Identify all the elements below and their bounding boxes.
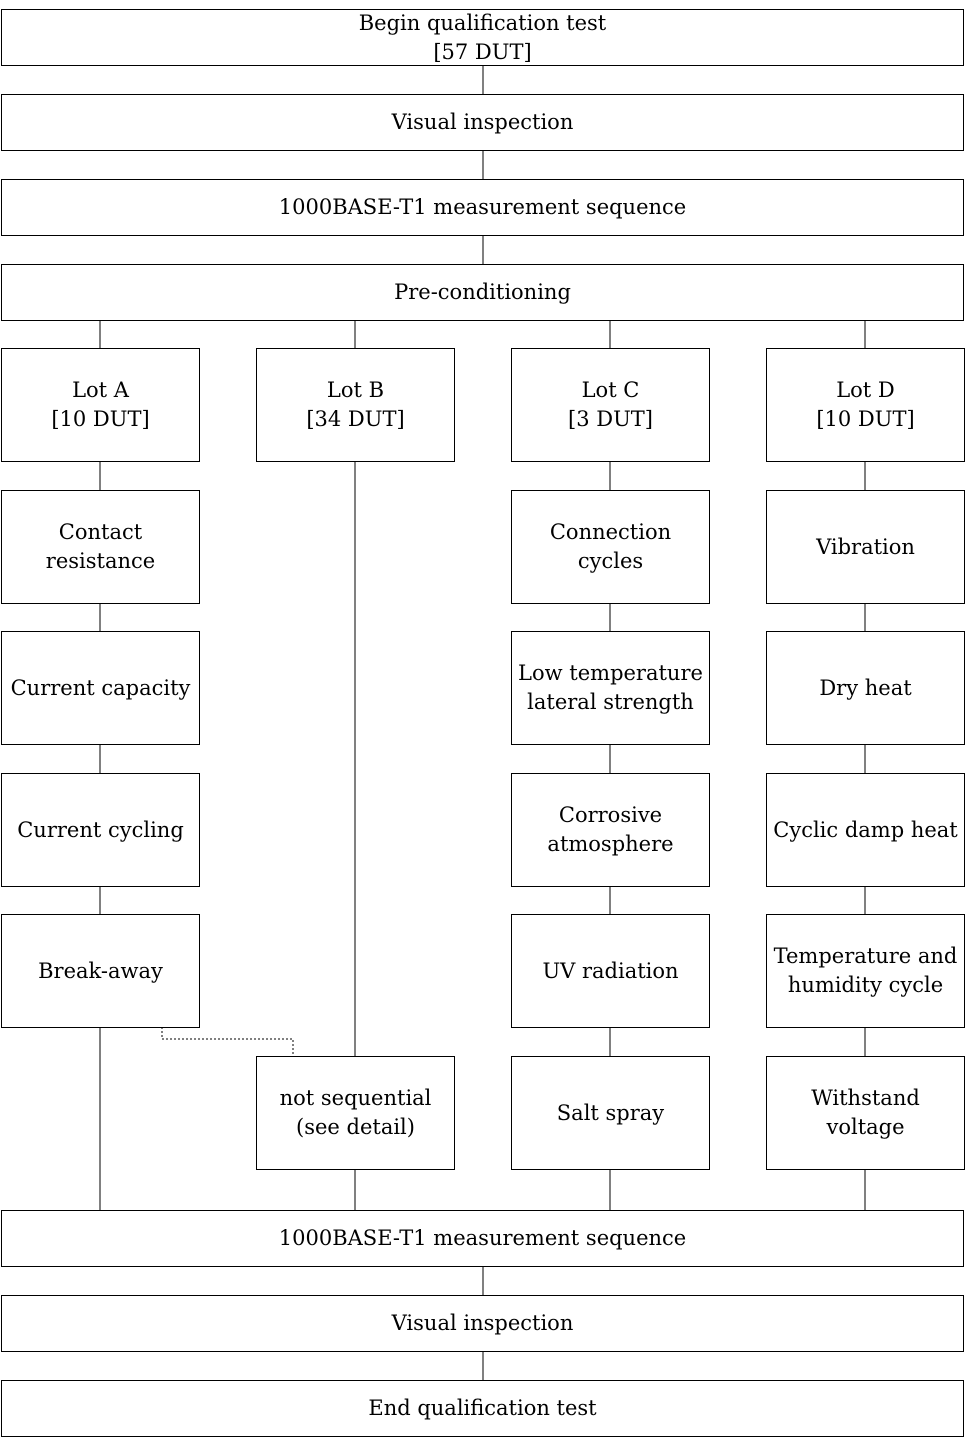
lot-a-box: Lot A [10 DUT]	[1, 348, 200, 462]
step-label: humidity cycle	[787, 973, 944, 997]
step-label: Corrosive	[558, 803, 663, 827]
cyclic-damp-heat-box: Cyclic damp heat	[766, 773, 965, 887]
lot-a-name: Lot A	[72, 378, 129, 402]
dry-heat-box: Dry heat	[766, 631, 965, 745]
measurement-sequence-label: 1000BASE-T1 measurement sequence	[278, 195, 687, 219]
step-label: Vibration	[816, 534, 915, 559]
lot-c-name: Lot C	[581, 378, 640, 402]
step-label: resistance	[45, 549, 156, 573]
step-label: Dry heat	[819, 675, 912, 700]
step-label: Salt spray	[556, 1100, 665, 1125]
lot-b-box: Lot B [34 DUT]	[256, 348, 455, 462]
step-label: cycles	[577, 549, 644, 573]
corrosive-atmosphere-box: Corrosive atmosphere	[511, 773, 710, 887]
visual-inspection-label: Visual inspection	[391, 1311, 574, 1335]
step-label: atmosphere	[547, 832, 674, 856]
visual-inspection-box-bottom: Visual inspection	[1, 1295, 964, 1352]
measurement-sequence-box-top: 1000BASE-T1 measurement sequence	[1, 179, 964, 236]
step-label: UV radiation	[542, 958, 679, 983]
lot-d-name: Lot D	[836, 378, 895, 402]
uv-radiation-box: UV radiation	[511, 914, 710, 1028]
step-label: Low temperature	[518, 661, 703, 685]
step-label: voltage	[826, 1115, 905, 1139]
connection-cycles-box: Connection cycles	[511, 490, 710, 604]
begin-label: Begin qualification test	[358, 10, 607, 35]
begin-count: [57 DUT]	[433, 39, 532, 64]
end-qualification-box: End qualification test	[1, 1380, 964, 1437]
not-sequential-box: not sequential (see detail)	[256, 1056, 455, 1170]
lot-d-box: Lot D [10 DUT]	[766, 348, 965, 462]
lot-a-count: [10 DUT]	[51, 407, 150, 431]
preconditioning-box: Pre-conditioning	[1, 264, 964, 321]
step-label: Contact	[58, 520, 143, 544]
step-label: Cyclic damp heat	[773, 817, 958, 842]
step-label: Temperature and	[773, 944, 958, 968]
step-label: Withstand	[811, 1086, 920, 1110]
visual-inspection-box-top: Visual inspection	[1, 94, 964, 151]
withstand-voltage-box: Withstand voltage	[766, 1056, 965, 1170]
lot-b-count: [34 DUT]	[306, 407, 405, 431]
preconditioning-label: Pre-conditioning	[394, 280, 571, 304]
vibration-box: Vibration	[766, 490, 965, 604]
visual-inspection-label: Visual inspection	[391, 110, 574, 134]
break-away-box: Break-away	[1, 914, 200, 1028]
low-temperature-lateral-strength-box: Low temperature lateral strength	[511, 631, 710, 745]
step-label: Break-away	[38, 958, 163, 983]
begin-qualification-box: Begin qualification test [57 DUT]	[1, 9, 964, 66]
measurement-sequence-label: 1000BASE-T1 measurement sequence	[278, 1226, 687, 1250]
step-label: Current capacity	[10, 675, 191, 700]
lot-c-box: Lot C [3 DUT]	[511, 348, 710, 462]
dotted-link	[161, 1027, 294, 1057]
step-label: lateral strength	[527, 690, 694, 714]
temperature-humidity-cycle-box: Temperature and humidity cycle	[766, 914, 965, 1028]
lot-c-count: [3 DUT]	[568, 407, 653, 431]
contact-resistance-box: Contact resistance	[1, 490, 200, 604]
step-label: not sequential	[279, 1086, 432, 1110]
measurement-sequence-box-bottom: 1000BASE-T1 measurement sequence	[1, 1210, 964, 1267]
step-label: Connection	[549, 520, 672, 544]
lot-b-name: Lot B	[326, 378, 385, 402]
current-capacity-box: Current capacity	[1, 631, 200, 745]
lot-d-count: [10 DUT]	[816, 407, 915, 431]
step-label: (see detail)	[296, 1115, 415, 1139]
salt-spray-box: Salt spray	[511, 1056, 710, 1170]
end-label: End qualification test	[368, 1396, 597, 1420]
step-label: Current cycling	[17, 817, 184, 842]
current-cycling-box: Current cycling	[1, 773, 200, 887]
